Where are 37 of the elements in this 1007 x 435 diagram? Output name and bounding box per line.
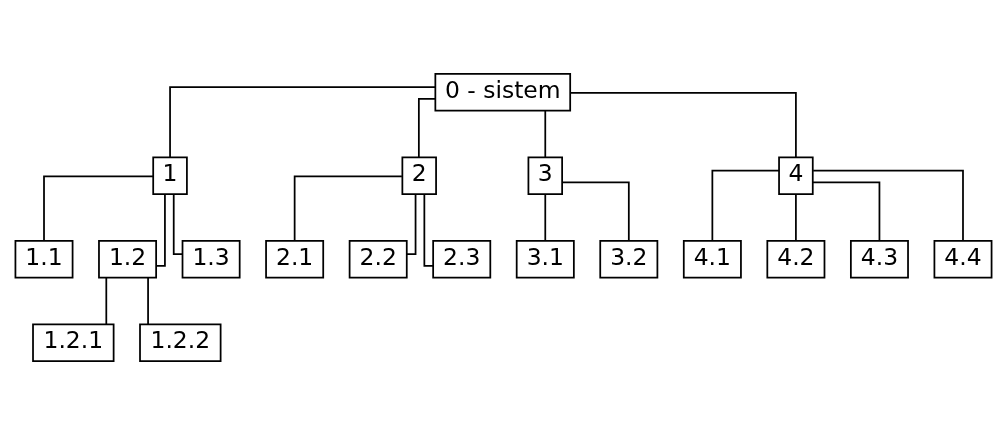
node-box: 1: [152, 156, 188, 195]
node-box: 1.1: [14, 240, 74, 279]
node-box: 3.1: [515, 240, 575, 279]
connector: [172, 193, 184, 255]
node-box: 4.2: [766, 240, 826, 279]
node-box: 1.3: [181, 240, 241, 279]
connector: [811, 181, 881, 242]
node-box: 4.1: [682, 240, 742, 279]
connector: [105, 276, 108, 326]
node-box: 2.3: [432, 240, 492, 279]
connector: [406, 193, 417, 255]
node-box: 1.2: [98, 240, 157, 279]
connector: [795, 193, 797, 242]
node-box: 3: [527, 156, 563, 195]
node-box: 3.2: [599, 240, 659, 279]
connector: [569, 92, 797, 159]
node-box: 1.2.1: [32, 323, 115, 362]
connector: [418, 97, 436, 158]
node-box: 2: [401, 156, 437, 195]
connector: [812, 169, 964, 242]
connector: [155, 193, 166, 267]
node-box: 1.2.2: [139, 323, 222, 362]
node-box: 4: [778, 156, 814, 195]
connector: [561, 181, 630, 242]
node-box: 2.2: [348, 240, 408, 279]
node-box: 4.3: [850, 240, 909, 279]
connector: [169, 86, 436, 159]
node-box: 4.4: [933, 240, 993, 279]
node-box: 2.1: [265, 240, 325, 279]
connector: [711, 169, 780, 242]
connector: [43, 175, 154, 242]
connector: [147, 276, 149, 326]
node-box: 0 - sistem: [434, 73, 572, 112]
connector: [544, 193, 547, 242]
connector: [293, 175, 403, 242]
connector: [544, 109, 547, 159]
connector: [423, 193, 434, 267]
